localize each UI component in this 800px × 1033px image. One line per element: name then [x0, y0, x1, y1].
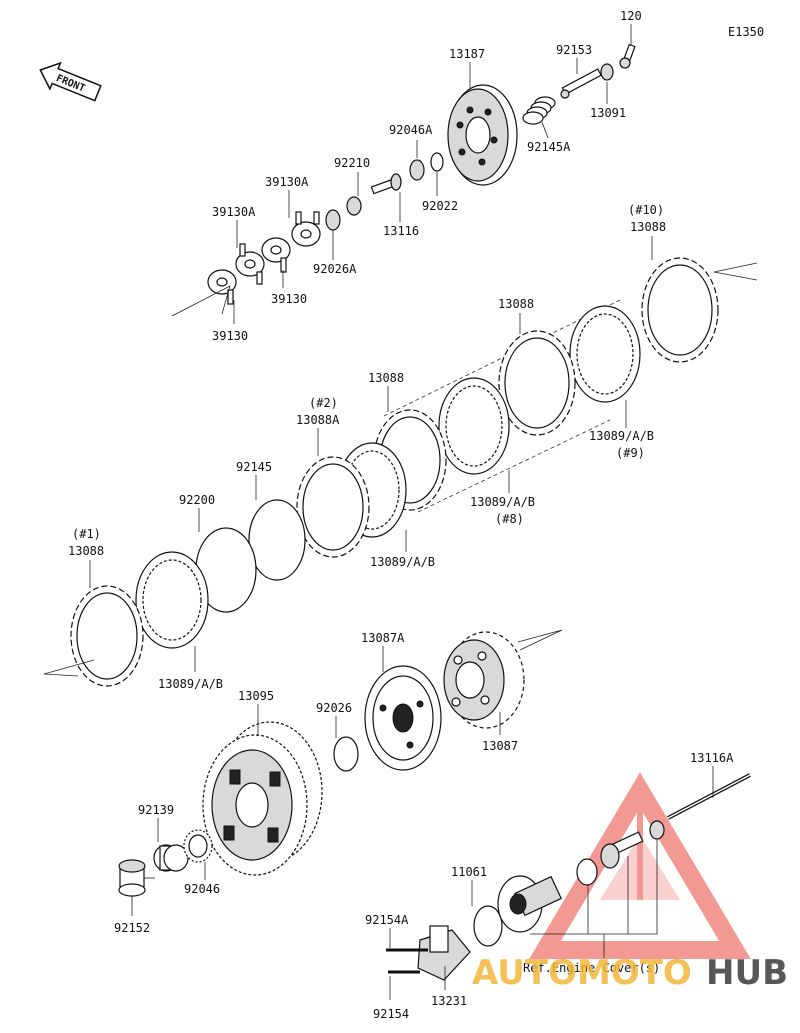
- label-39130-lower: 39130: [212, 329, 248, 343]
- label-13088-mid: 13088: [368, 371, 404, 385]
- label-92022: 92022: [422, 199, 458, 213]
- push-rod-13116A: [667, 773, 751, 820]
- label-92026: 92026: [316, 701, 352, 715]
- plate-39130A-lower: [235, 243, 265, 285]
- label-92200: 92200: [179, 493, 215, 507]
- washer-13091: [600, 63, 614, 81]
- label-92026A: 92026A: [313, 262, 357, 276]
- plate-39130-upper: [261, 237, 291, 273]
- label-note-9: (#9): [616, 446, 645, 460]
- washer-92022: [430, 152, 444, 172]
- label-11061: 11061: [451, 865, 487, 879]
- label-92139: 92139: [138, 803, 174, 817]
- label-92154: 92154: [373, 1007, 409, 1021]
- bearing-92046A: [409, 159, 425, 181]
- plate-39130A-upper: [291, 211, 321, 247]
- washer-92026A: [325, 209, 341, 231]
- washer-92026: [333, 736, 359, 772]
- label-39130A-upper: 39130A: [265, 175, 309, 189]
- label-13087: 13087: [482, 739, 518, 753]
- label-92210: 92210: [334, 156, 370, 170]
- label-note-10: (#10): [628, 203, 664, 217]
- rod-13116: [370, 173, 402, 195]
- clutch-housing-13095: [202, 721, 323, 876]
- collar-92139: [153, 844, 189, 872]
- label-92152: 92152: [114, 921, 150, 935]
- label-13116A: 13116A: [690, 751, 734, 765]
- watermark-logo-triangle: [529, 772, 751, 959]
- label-13088-top: 13088: [498, 297, 534, 311]
- needle-bearing-92046: [183, 829, 213, 863]
- plate-39130-lower: [207, 269, 237, 305]
- label-39130A-lower: 39130A: [212, 205, 256, 219]
- gasket-11061: [473, 905, 503, 947]
- steel-plate-13089-9: [569, 305, 641, 403]
- label-13088A: 13088A: [296, 413, 340, 427]
- front-arrow: FRONT: [39, 61, 102, 102]
- label-13089-8: 13089/A/B: [470, 495, 535, 509]
- bolt-120: [619, 43, 636, 69]
- release-cover: [497, 875, 562, 933]
- label-92145A: 92145A: [527, 140, 571, 154]
- friction-plate-13088A: [296, 456, 370, 558]
- steel-plate-13089-8: [438, 377, 510, 475]
- label-note-2: (#2): [309, 396, 338, 410]
- label-13089-1: 13089/A/B: [158, 677, 223, 691]
- clutch-hub-13087: [443, 631, 525, 729]
- label-13116: 13116: [383, 224, 419, 238]
- label-92046: 92046: [184, 882, 220, 896]
- label-92046A: 92046A: [389, 123, 433, 137]
- spring-92145A: [522, 96, 556, 125]
- watermark-text-right: HUB: [706, 953, 788, 993]
- pressure-plate-13187: [447, 84, 518, 186]
- label-13187: 13187: [449, 47, 485, 61]
- label-13095: 13095: [238, 689, 274, 703]
- label-note-1: (#1): [72, 527, 101, 541]
- label-120: 120: [620, 9, 642, 23]
- label-ref-engine-cover: Ref.Engine Cover(s): [523, 961, 660, 975]
- label-13087A: 13087A: [361, 631, 405, 645]
- label-13089-mid: 13089/A/B: [370, 555, 435, 569]
- label-92154A: 92154A: [365, 913, 409, 927]
- pressure-plate-13087A: [364, 665, 442, 771]
- label-39130-upper: 39130: [271, 292, 307, 306]
- spring-ring-92145: [248, 499, 306, 581]
- label-13088-1: 13088: [68, 544, 104, 558]
- label-13091: 13091: [590, 106, 626, 120]
- friction-plate-13088-top: [498, 330, 576, 436]
- watermark-text-left: AUTOMOTO: [472, 953, 692, 993]
- friction-plate-13088-10: [641, 257, 719, 363]
- pin-92153: [560, 68, 602, 99]
- bushing-92152: [118, 859, 146, 897]
- label-13088-10: 13088: [630, 220, 666, 234]
- label-13231: 13231: [431, 994, 467, 1008]
- watermark-logo-text: AUTOMOTO HUB: [472, 953, 788, 993]
- nut-92210: [346, 196, 362, 216]
- friction-plate-13088-1: [70, 585, 144, 687]
- label-13089-9: 13089/A/B: [589, 429, 654, 443]
- label-note-8: (#8): [495, 512, 524, 526]
- release-shaft: [600, 831, 644, 869]
- label-92153: 92153: [556, 43, 592, 57]
- label-92145: 92145: [236, 460, 272, 474]
- diagram-code: E1350: [728, 25, 764, 39]
- steel-plate-13089-1: [135, 551, 209, 649]
- o-ring: [576, 858, 598, 886]
- seal-ring-right: [649, 820, 665, 840]
- lever-13231: [417, 925, 471, 981]
